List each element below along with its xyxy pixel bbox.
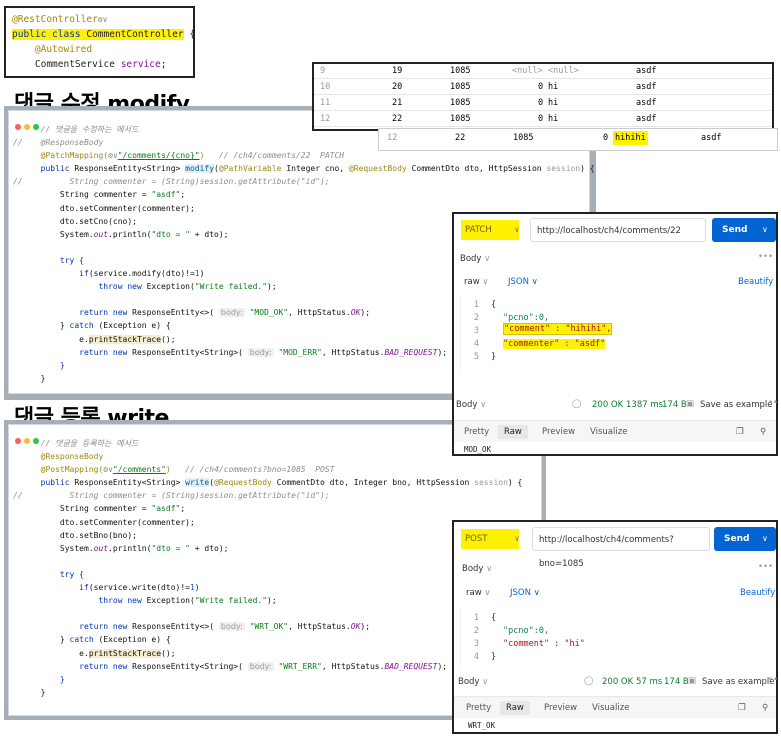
- patch-request-panel: PATCH ∨ http://localhost/ch4/comments/22…: [452, 212, 778, 456]
- more-icon[interactable]: •••: [758, 252, 774, 262]
- chevron-down-icon[interactable]: ∨: [514, 225, 520, 234]
- url-input[interactable]: http://localhost/ch4/comments/22: [530, 218, 706, 242]
- response-tabs: Pretty Raw Preview Visualize ❐ ⚲: [454, 696, 776, 718]
- chevron-down-icon: ∨: [482, 677, 489, 687]
- class-declaration: public class CommentController: [12, 29, 184, 40]
- table-row[interactable]: 10 20 1085 0 hi asdf: [314, 80, 772, 95]
- gutter-icon: ⚙∨: [97, 15, 108, 24]
- response-tabs: Pretty Raw Preview Visualize ❐ ⚲: [454, 420, 776, 442]
- save-as-example[interactable]: Save as example: [702, 677, 775, 687]
- table-row[interactable]: 12 22 1085 0 hi asdf: [314, 112, 772, 127]
- chevron-down-icon: ∨: [533, 588, 540, 598]
- chevron-down-icon: ∨: [484, 254, 491, 264]
- tab-preview[interactable]: Preview: [542, 427, 576, 437]
- more-icon[interactable]: ••: [768, 675, 779, 685]
- maximize-dot-icon[interactable]: [33, 438, 39, 444]
- chevron-down-icon: ∨: [486, 564, 493, 574]
- post-request-panel: POST ∨ http://localhost/ch4/comments?bno…: [452, 520, 778, 734]
- globe-icon[interactable]: ◯: [584, 676, 594, 686]
- response-size: 174 B: [662, 400, 687, 410]
- updated-comment-cell: hihihi: [613, 131, 648, 145]
- chevron-down-icon[interactable]: ∨: [514, 534, 520, 543]
- response-time: 57 ms: [636, 677, 663, 687]
- tab-visualize[interactable]: Visualize: [592, 703, 630, 713]
- window-controls: [15, 429, 42, 444]
- tab-raw[interactable]: Raw: [498, 425, 528, 439]
- close-dot-icon[interactable]: [15, 438, 21, 444]
- minimize-dot-icon[interactable]: [24, 438, 30, 444]
- request-body-editor[interactable]: 1{ 2"pcno":0, 3"comment" : "hihihi", 4"c…: [460, 298, 768, 370]
- status-badge: 200 OK: [592, 400, 624, 410]
- response-size: 174 B: [664, 677, 689, 687]
- gutter-icon: ⚙∨: [103, 465, 113, 475]
- response-body: WRT_OK: [468, 721, 496, 730]
- copy-icon[interactable]: ❐: [736, 427, 744, 437]
- service-field: service: [120, 59, 161, 70]
- url-input[interactable]: http://localhost/ch4/comments?bno=1085: [532, 527, 710, 569]
- response-body: MOD_OK: [464, 445, 492, 454]
- tab-raw[interactable]: Raw: [500, 701, 530, 715]
- send-button[interactable]: Send ∨: [712, 218, 776, 242]
- json-select[interactable]: JSON ∨: [508, 277, 538, 287]
- raw-select[interactable]: raw ∨: [464, 277, 489, 287]
- updated-db-row[interactable]: 12 22 1085 0 hihihi asdf: [378, 128, 778, 151]
- chevron-down-icon: ∨: [531, 277, 538, 287]
- status-badge: 200 OK: [602, 677, 634, 687]
- more-icon[interactable]: ••: [768, 398, 779, 408]
- close-dot-icon[interactable]: [15, 124, 21, 130]
- more-icon[interactable]: •••: [758, 562, 774, 572]
- gutter-icon: ⚙∨: [108, 151, 118, 161]
- request-body-editor[interactable]: 1{ 2"pcno":0, 3"comment" : "hi" 4}: [460, 610, 768, 666]
- copy-icon[interactable]: ❐: [738, 703, 746, 713]
- rest-controller-annotation: @RestController: [12, 14, 98, 25]
- maximize-dot-icon[interactable]: [33, 124, 39, 130]
- search-icon[interactable]: ⚲: [762, 703, 769, 713]
- comment-db-table: 9 19 1085 <null> <null> asdf 10 20 1085 …: [312, 62, 774, 131]
- table-row[interactable]: 9 19 1085 <null> <null> asdf: [314, 64, 772, 79]
- beautify-link[interactable]: Beautify: [740, 588, 776, 598]
- chevron-down-icon: ∨: [480, 400, 487, 410]
- save-as-example[interactable]: Save as example: [700, 400, 773, 410]
- tab-visualize[interactable]: Visualize: [590, 427, 628, 437]
- minimize-dot-icon[interactable]: [24, 124, 30, 130]
- autowired-annotation: @Autowired: [34, 44, 93, 55]
- response-time: 1387 ms: [626, 400, 664, 410]
- chevron-down-icon[interactable]: ∨: [762, 225, 768, 234]
- search-icon[interactable]: ⚲: [760, 427, 767, 437]
- raw-select[interactable]: raw ∨: [466, 588, 491, 598]
- beautify-link[interactable]: Beautify: [738, 277, 774, 287]
- response-body-tab[interactable]: Body ∨: [456, 400, 487, 410]
- tab-preview[interactable]: Preview: [544, 703, 578, 713]
- json-select[interactable]: JSON ∨: [510, 588, 540, 598]
- modify-code-lines: // 댓글을 수정하는 메서드 // @ResponseBody @PatchM…: [13, 125, 595, 383]
- table-row[interactable]: 11 21 1085 0 hi asdf: [314, 96, 772, 111]
- response-body-tab[interactable]: Body ∨: [458, 677, 489, 687]
- chevron-down-icon: ∨: [482, 277, 489, 287]
- method-select[interactable]: PATCH: [461, 220, 519, 240]
- body-tab[interactable]: Body ∨: [460, 254, 491, 264]
- tab-pretty[interactable]: Pretty: [466, 703, 492, 713]
- tab-pretty[interactable]: Pretty: [464, 427, 490, 437]
- save-icon[interactable]: ▣: [686, 399, 695, 409]
- controller-class-snippet: @RestController⚙∨ public class CommentCo…: [4, 6, 195, 78]
- chevron-down-icon[interactable]: ∨: [762, 534, 768, 543]
- save-icon[interactable]: ▣: [688, 676, 697, 686]
- method-select[interactable]: POST: [461, 529, 519, 549]
- chevron-down-icon: ∨: [484, 588, 491, 598]
- window-controls: [15, 115, 42, 130]
- globe-icon[interactable]: ◯: [572, 399, 582, 409]
- body-tab[interactable]: Body ∨: [462, 564, 493, 574]
- write-code-lines: // 댓글을 등록하는 메서드 @ResponseBody @PostMappi…: [13, 439, 523, 697]
- send-button[interactable]: Send ∨: [714, 527, 776, 551]
